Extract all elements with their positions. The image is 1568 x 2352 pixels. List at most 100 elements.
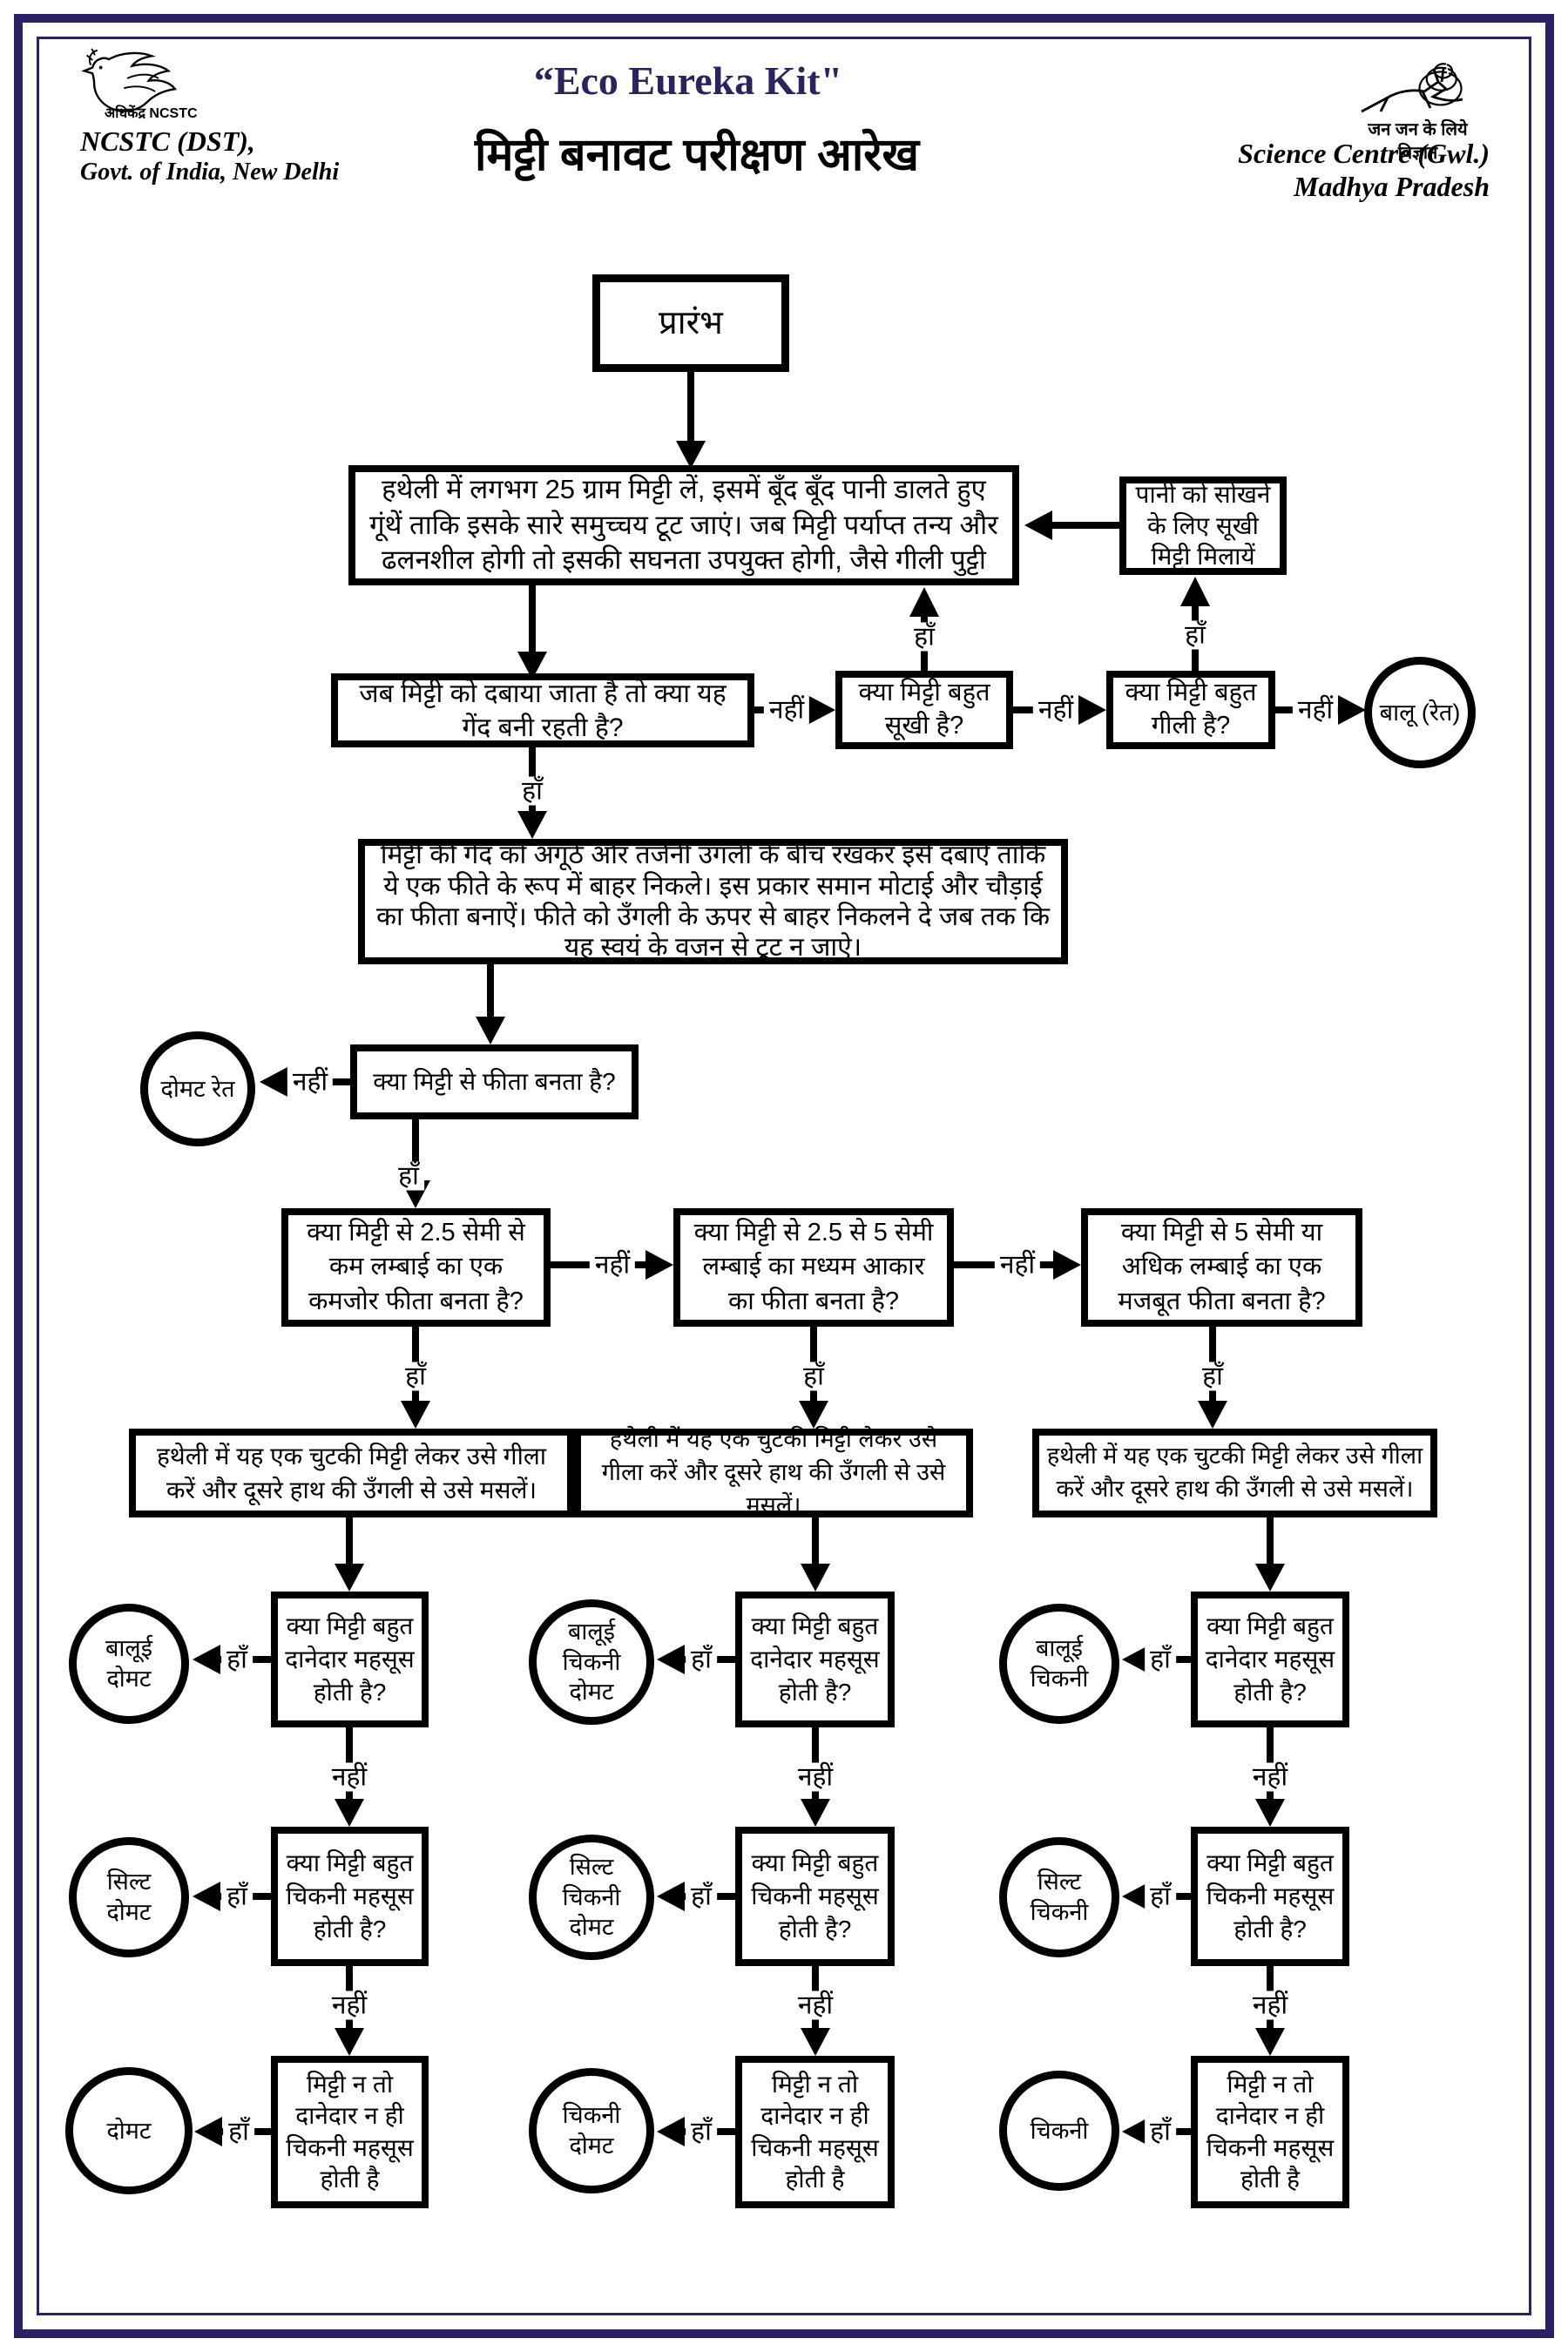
left-org-name: NCSTC (DST), <box>80 125 255 157</box>
yes-label: हाँ <box>400 1362 431 1391</box>
arrowhead <box>1180 577 1210 606</box>
no-label: नहीं <box>994 1250 1041 1280</box>
arrowhead <box>1078 695 1106 725</box>
neither-node-2: मिट्टी न तो दानेदार न ही चिकनी महसूस होत… <box>735 2056 895 2208</box>
result-loam: दोमट <box>65 2067 193 2194</box>
arrowhead <box>645 1250 673 1280</box>
arrowhead <box>1122 1882 1150 1911</box>
no-label: नहीं <box>763 695 810 725</box>
dove-logo-icon <box>81 48 178 112</box>
ribbon-question-node: क्या मिट्टी से फीता बनता है? <box>350 1044 639 1119</box>
neither-node-1: मिट्टी न तो दानेदार न ही चिकनी महसूस होत… <box>271 2056 429 2208</box>
arrowhead <box>194 2117 222 2146</box>
ribbon-instruction-node: मिट्टी की गेंद को अंगूठे और तर्जनी उँगली… <box>358 839 1068 964</box>
yes-label: हाँ <box>686 1645 717 1674</box>
arrowhead <box>193 1645 220 1674</box>
arrowhead <box>476 1017 505 1044</box>
pinch-wet-node-3: हथेली में यह एक चुटकी मिट्टी लेकर उसे गी… <box>1032 1429 1437 1517</box>
arrowhead <box>676 441 706 469</box>
yes-label: हाँ <box>1145 2117 1176 2146</box>
arrowhead <box>1255 1564 1285 1592</box>
arrowhead <box>260 1067 287 1097</box>
yes-label: हाँ <box>909 622 940 652</box>
result-silty-clay-loam: सिल्ट चिकनी दोमट <box>529 1835 654 1960</box>
yes-label: हाँ <box>393 1161 424 1191</box>
arrowhead <box>657 2117 685 2146</box>
result-clay-loam: चिकनी दोमट <box>529 2068 654 2193</box>
arrowhead <box>799 1401 828 1429</box>
gritty-question-node-3: क्या मिट्टी बहुत दानेदार महसूस होती है? <box>1191 1592 1349 1727</box>
arrowhead <box>517 652 547 679</box>
too-dry-question-node: क्या मिट्टी बहुत सूखी है? <box>835 671 1013 749</box>
gritty-question-node-1: क्या मिट्टी बहुत दानेदार महसूस होती है? <box>271 1592 429 1727</box>
smooth-question-node-1: क्या मिट्टी बहुत चिकनी महसूस होती है? <box>271 1827 429 1966</box>
arrowhead <box>401 1401 430 1429</box>
arrowhead <box>808 695 835 725</box>
yes-label: हाँ <box>221 1882 253 1911</box>
arrowhead <box>657 1882 685 1911</box>
strong-ribbon-question-node: क्या मिट्टी से 5 सेमी या अधिक लम्बाई का … <box>1081 1208 1362 1327</box>
result-loamy-sand: दोमट रेत <box>140 1031 255 1146</box>
smooth-question-node-2: क्या मिट्टी बहुत चिकनी महसूस होती है? <box>735 1827 895 1966</box>
knead-instruction-node: हथेली में लगभग 25 ग्राम मिट्टी लें, इसमे… <box>348 465 1019 585</box>
start-node: प्रारंभ <box>592 274 789 372</box>
yes-label: हाँ <box>223 2117 254 2146</box>
yes-label: हाँ <box>686 2117 717 2146</box>
arrowhead <box>1255 2028 1285 2056</box>
ball-question-node: जब मिट्टी को दबाया जाता है तो क्या यह गे… <box>331 673 754 747</box>
arrowhead <box>335 2028 364 2056</box>
arrowhead <box>1024 510 1052 540</box>
yes-label: हाँ <box>1145 1882 1176 1911</box>
yes-label: हाँ <box>517 776 548 806</box>
no-label: नहीं <box>792 1762 839 1792</box>
pinch-wet-node-2: हथेली में यह एक चुटकी मिट्टी लेकर उसे गी… <box>574 1426 973 1518</box>
yes-label: हाँ <box>1197 1362 1228 1391</box>
neither-node-3: मिट्टी न तो दानेदार न ही चिकनी महसूस होत… <box>1191 2056 1349 2208</box>
deer-logo-icon <box>1361 63 1463 113</box>
arrowhead <box>1338 695 1366 725</box>
too-wet-question-node: क्या मिट्टी बहुत गीली है? <box>1106 671 1275 749</box>
arrowhead <box>801 1799 830 1827</box>
no-label: नहीं <box>326 1990 373 2020</box>
right-org-name: Science Centre (Gwl.) <box>1238 138 1490 169</box>
yes-label: हाँ <box>686 1882 717 1911</box>
no-label: नहीं <box>1247 1990 1294 2020</box>
smooth-question-node-3: क्या मिट्टी बहुत चिकनी महसूस होती है? <box>1191 1827 1349 1966</box>
pinch-wet-node-1: हथेली में यह एक चुटकी मिट्टी लेकर उसे गी… <box>129 1429 574 1517</box>
medium-ribbon-question-node: क्या मिट्टी से 2.5 से 5 सेमी लम्बाई का म… <box>673 1208 954 1327</box>
arrowhead <box>335 1564 364 1592</box>
add-dry-soil-node: पानी को सोखने के लिए सूखी मिट्टी मिलायें <box>1119 476 1287 575</box>
yes-label: हाँ <box>221 1645 253 1674</box>
arrowhead <box>335 1799 364 1827</box>
result-sand: बालू (रेत) <box>1364 657 1476 768</box>
result-sandy-clay-loam: बालूई चिकनी दोमट <box>529 1599 654 1725</box>
no-label: नहीं <box>326 1762 373 1792</box>
result-silty-clay: सिल्ट चिकनी <box>999 1837 1119 1957</box>
page-subtitle: मिट्टी बनावट परीक्षण आरेख <box>474 130 920 180</box>
arrowhead <box>1053 1250 1081 1280</box>
arrowhead <box>517 811 547 839</box>
gritty-question-node-2: क्या मिट्टी बहुत दानेदार महसूस होती है? <box>735 1592 895 1727</box>
result-sandy-clay: बालूई चिकनी <box>999 1604 1119 1724</box>
arrowhead <box>657 1645 685 1674</box>
yes-label: हाँ <box>798 1362 829 1391</box>
no-label: नहीं <box>792 1990 839 2020</box>
result-silt-loam: सिल्ट दोमट <box>69 1837 189 1957</box>
yes-label: हाँ <box>1145 1645 1176 1674</box>
no-label: नहीं <box>589 1250 636 1280</box>
right-logo-caption: जन जन के लिये विज्ञान <box>1368 120 1468 163</box>
page-title: “Eco Eureka Kit" <box>533 58 843 103</box>
no-label: नहीं <box>1247 1762 1294 1792</box>
no-label: नहीं <box>1032 695 1079 725</box>
weak-ribbon-question-node: क्या मिट्टी से 2.5 सेमी से कम लम्बाई का … <box>281 1208 551 1327</box>
arrowhead <box>909 587 939 617</box>
arrowhead <box>1255 1799 1285 1827</box>
left-org-subname: Govt. of India, New Delhi <box>80 159 340 186</box>
right-org-subname: Madhya Pradesh <box>1294 171 1490 202</box>
arrowhead <box>1122 1645 1150 1674</box>
arrowhead <box>1122 2117 1150 2146</box>
no-label: नहीं <box>1292 695 1339 725</box>
arrowhead <box>193 1882 220 1911</box>
left-logo-caption: अधिकेंद्र NCSTC <box>105 106 198 121</box>
